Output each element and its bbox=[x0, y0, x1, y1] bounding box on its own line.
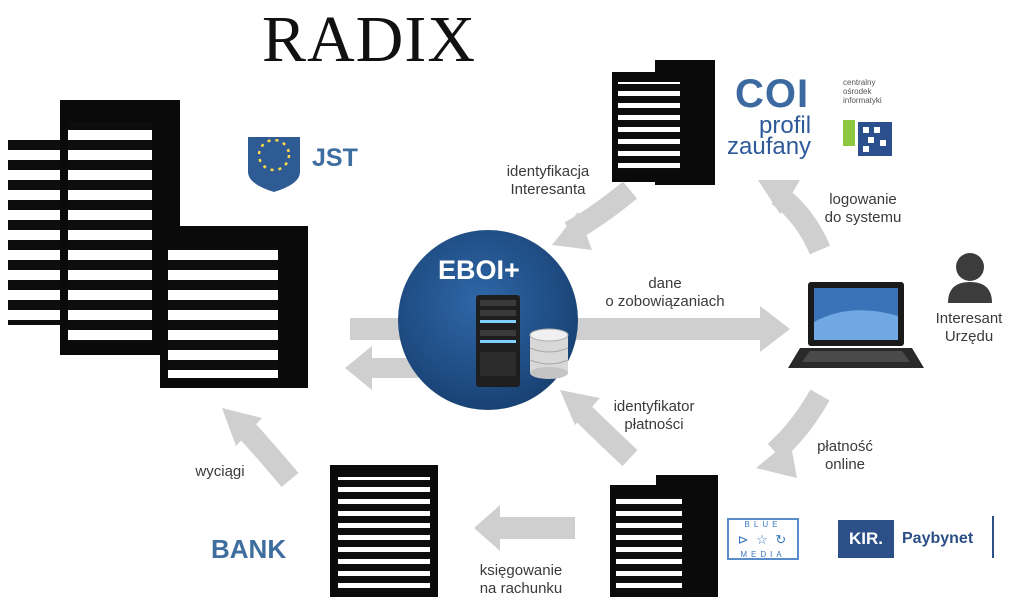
laptop-icon bbox=[788, 282, 924, 368]
label-dane-line-2: o zobowiązaniach bbox=[605, 293, 725, 310]
label-identyfikator-line-1: identyfikator bbox=[613, 398, 695, 415]
coi-sub-line-1: centralny bbox=[843, 78, 876, 87]
eu-flag-icon bbox=[248, 137, 300, 192]
payment-server-icon bbox=[610, 475, 718, 597]
database-icon bbox=[529, 328, 569, 379]
blue-media-icons: ⊳ ☆ ↻ bbox=[737, 532, 789, 547]
label-interesant-line-2: Urzędu bbox=[944, 328, 994, 345]
label-identyfikator: identyfikator płatności bbox=[598, 398, 710, 434]
coi-logo-text: COI bbox=[735, 72, 810, 116]
paybynet-logo-text: Paybynet bbox=[902, 530, 974, 547]
label-identyfikator-line-2: płatności bbox=[624, 416, 684, 433]
arrow-dane-head bbox=[760, 306, 790, 352]
jst-label: JST bbox=[312, 144, 358, 172]
label-ksiegowanie-line-1: księgowanie bbox=[479, 562, 563, 579]
arrow-identyfikacja-head bbox=[552, 212, 592, 250]
label-logowanie: logowanie do systemu bbox=[815, 191, 911, 227]
label-dane-line-1: dane bbox=[648, 275, 682, 292]
label-identyfikacja: identyfikacja Interesanta bbox=[486, 163, 610, 199]
page-title: RADIX bbox=[262, 3, 476, 76]
arrow-ksiegowanie-head bbox=[474, 505, 500, 551]
label-platnosc: płatność online bbox=[804, 438, 886, 474]
blue-media-top: BLUE bbox=[744, 520, 782, 529]
label-logowanie-line-1: logowanie bbox=[829, 191, 897, 208]
label-interesant: Interesant Urzędu bbox=[928, 310, 1010, 346]
label-platnosc-line-2: online bbox=[824, 456, 866, 473]
arrow-platnosc-head bbox=[756, 440, 797, 478]
coi-subtitle: centralny ośrodek informatyki bbox=[843, 78, 882, 105]
paybynet-divider bbox=[992, 516, 994, 558]
bank-label: BANK bbox=[211, 534, 287, 564]
label-identyfikacja-line-2: Interesanta bbox=[510, 181, 586, 198]
label-identyfikacja-line-1: identyfikacja bbox=[506, 163, 590, 180]
label-logowanie-line-2: do systemu bbox=[824, 209, 902, 226]
kir-logo: KIR. bbox=[838, 520, 894, 558]
person-icon bbox=[948, 253, 992, 303]
coi-sub-line-2: ośrodek bbox=[843, 87, 872, 96]
profil-zaufany-logo-icon bbox=[843, 120, 892, 156]
arrow-back-head bbox=[345, 346, 372, 390]
label-dane: dane o zobowiązaniach bbox=[590, 275, 740, 311]
label-interesant-line-1: Interesant bbox=[935, 310, 1003, 327]
label-platnosc-line-1: płatność bbox=[817, 438, 873, 455]
arrow-platnosc bbox=[767, 389, 830, 461]
eboi-server-icon bbox=[476, 295, 520, 387]
label-ksiegowanie-line-2: na rachunku bbox=[479, 580, 563, 597]
label-wyciagi: wyciągi bbox=[195, 463, 245, 480]
eboi-label: EBOI+ bbox=[438, 255, 520, 285]
bank-server-icon bbox=[330, 465, 438, 597]
blue-media-logo: BLUE ⊳ ☆ ↻ MEDIA bbox=[727, 518, 799, 560]
jst-buildings-icon bbox=[8, 100, 308, 388]
profil-zaufany-text: profil zaufany bbox=[727, 112, 812, 160]
coi-sub-line-3: informatyki bbox=[843, 96, 882, 105]
arrow-wyciagi-head bbox=[222, 408, 262, 446]
zaufany-word: zaufany bbox=[727, 133, 812, 160]
arrow-ksiegowanie-body bbox=[500, 517, 575, 539]
arrow-logowanie-head bbox=[758, 180, 800, 214]
label-ksiegowanie: księgowanie na rachunku bbox=[466, 562, 576, 598]
arrow-identyfikator-head bbox=[560, 390, 600, 425]
blue-media-bottom: MEDIA bbox=[740, 550, 786, 559]
coi-server-icon bbox=[612, 60, 715, 185]
profil-word: profil bbox=[759, 112, 812, 139]
